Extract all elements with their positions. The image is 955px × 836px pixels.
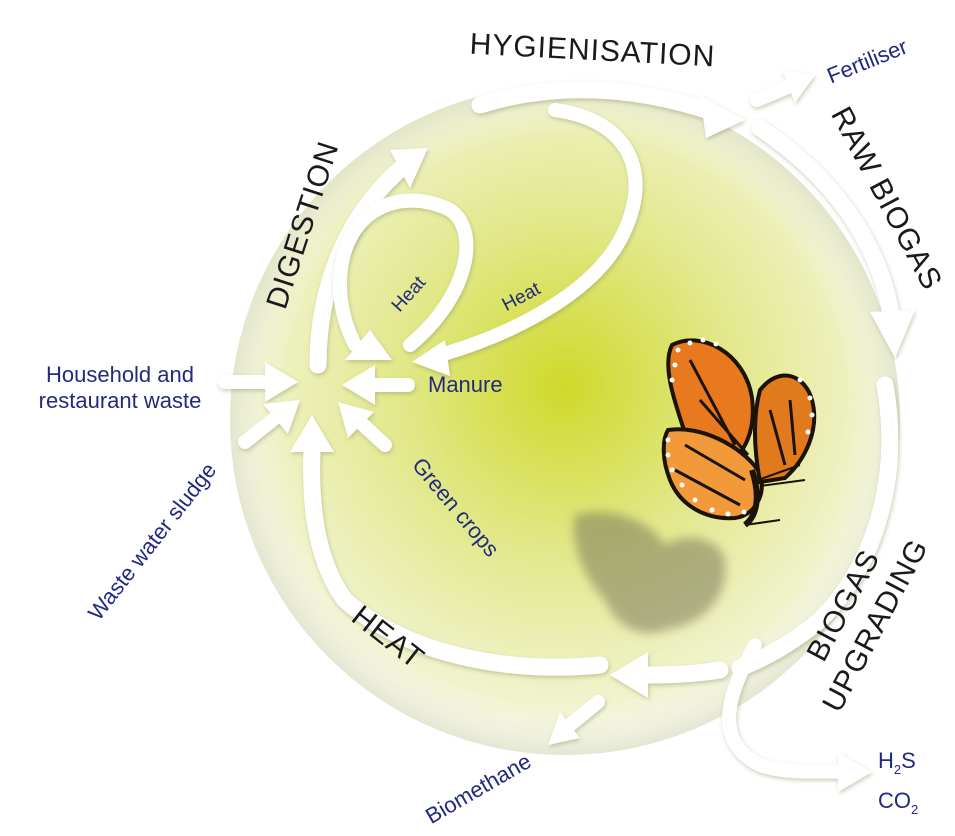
input-label-household-line2: restaurant waste: [39, 388, 202, 413]
h2s-main: H: [878, 748, 894, 773]
output-label-co2: CO2: [878, 788, 918, 817]
input-label-manure: Manure: [428, 372, 503, 397]
input-label-waste-water-sludge: Waste water sludge: [83, 458, 221, 625]
output-label-fertiliser: Fertiliser: [823, 34, 911, 89]
output-label-h2s: H2S: [878, 748, 916, 777]
h2s-subscript: 2: [894, 762, 901, 777]
output-label-biomethane: Biomethane: [421, 748, 535, 828]
input-label-household-line1: Household and: [46, 362, 194, 387]
h2s-tail: S: [901, 748, 916, 773]
co2-main: CO: [878, 788, 911, 813]
stage-label-hygienisation: HYGIENISATION: [469, 28, 716, 74]
co2-subscript: 2: [911, 802, 918, 817]
